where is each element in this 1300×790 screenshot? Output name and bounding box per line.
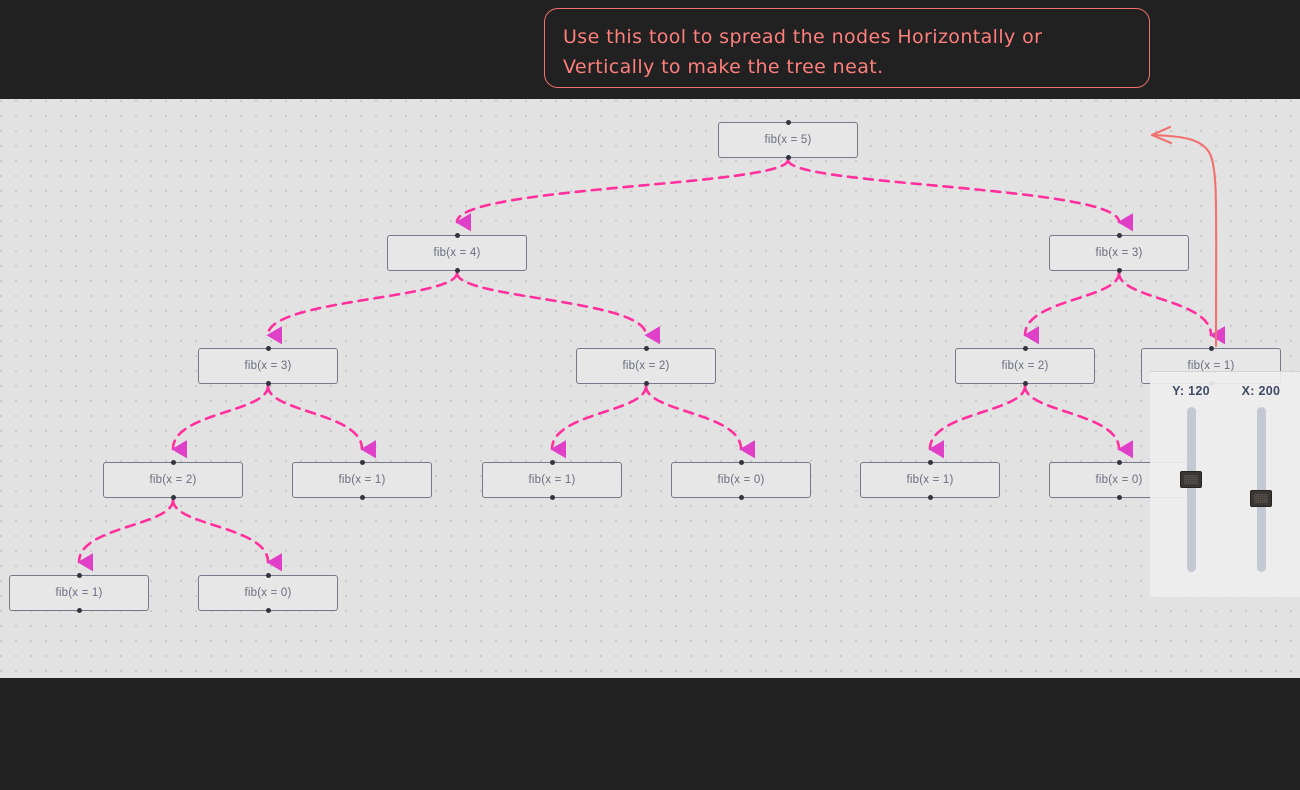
tree-edge bbox=[77, 498, 175, 572]
tree-edge bbox=[171, 384, 270, 459]
node-target-handle[interactable] bbox=[454, 233, 460, 238]
tree-node[interactable]: fib(x = 0) bbox=[198, 573, 338, 613]
node-source-handle[interactable] bbox=[549, 495, 555, 500]
tree-node[interactable]: fib(x = 3) bbox=[198, 346, 338, 386]
node-source-handle[interactable] bbox=[927, 495, 933, 500]
node-target-handle[interactable] bbox=[1116, 460, 1122, 465]
tree-node[interactable]: fib(x = 1) bbox=[292, 460, 432, 500]
horizontal-slider-handle[interactable] bbox=[1250, 490, 1272, 507]
tree-node-label: fib(x = 0) bbox=[717, 474, 765, 486]
node-source-handle[interactable] bbox=[265, 381, 271, 386]
annotation-line-2: Vertically to make the tree neat. bbox=[563, 56, 884, 78]
vertical-slider-track[interactable] bbox=[1180, 407, 1202, 572]
tree-node-label: fib(x = 1) bbox=[906, 474, 954, 486]
tree-node[interactable]: fib(x = 3) bbox=[1049, 233, 1189, 273]
node-target-handle[interactable] bbox=[785, 120, 791, 125]
node-target-handle[interactable] bbox=[359, 460, 365, 465]
tree-node[interactable]: fib(x = 2) bbox=[103, 460, 243, 500]
annotation-line-1: Use this tool to spread the nodes Horizo… bbox=[563, 26, 1043, 48]
horizontal-spacing-slider[interactable]: X: 200 bbox=[1226, 384, 1296, 572]
vertical-spacing-slider[interactable]: Y: 120 bbox=[1156, 384, 1226, 572]
tree-node-label: fib(x = 0) bbox=[244, 587, 292, 599]
tree-canvas[interactable]: fib(x = 5) fib(x = 4) fib(x = 3) fib(x = 3)… bbox=[0, 99, 1300, 678]
tree-edge bbox=[786, 158, 1134, 232]
tree-edge bbox=[171, 498, 283, 572]
tree-node-label: fib(x = 5) bbox=[764, 134, 812, 146]
node-target-handle[interactable] bbox=[1022, 346, 1028, 351]
edge-layer bbox=[77, 158, 1226, 572]
node-source-handle[interactable] bbox=[76, 608, 82, 613]
tree-edge bbox=[1023, 384, 1134, 459]
tree-node[interactable]: fib(x = 4) bbox=[387, 233, 527, 273]
tree-edge bbox=[1117, 271, 1226, 345]
annotation-callout: Use this tool to spread the nodes Horizo… bbox=[544, 8, 1150, 88]
node-source-handle[interactable] bbox=[265, 608, 271, 613]
horizontal-slider-track[interactable] bbox=[1250, 407, 1272, 572]
tree-edge bbox=[550, 384, 648, 459]
tree-node[interactable]: fib(x = 1) bbox=[9, 573, 149, 613]
node-target-handle[interactable] bbox=[265, 346, 271, 351]
tree-node-label: fib(x = 2) bbox=[149, 474, 197, 486]
tree-node-label: fib(x = 4) bbox=[433, 247, 481, 259]
node-target-handle[interactable] bbox=[265, 573, 271, 578]
tree-node-label: fib(x = 0) bbox=[1095, 474, 1143, 486]
horizontal-spacing-label: X: 200 bbox=[1241, 384, 1281, 398]
tree-node[interactable]: fib(x = 2) bbox=[955, 346, 1095, 386]
node-target-handle[interactable] bbox=[927, 460, 933, 465]
vertical-spacing-label: Y: 120 bbox=[1172, 384, 1210, 398]
node-source-handle[interactable] bbox=[359, 495, 365, 500]
tree-edge bbox=[266, 271, 459, 345]
node-source-handle[interactable] bbox=[738, 495, 744, 500]
tree-node[interactable]: fib(x = 1) bbox=[482, 460, 622, 500]
spacing-control-panel[interactable]: Y: 120 X: 200 bbox=[1150, 371, 1300, 597]
node-target-handle[interactable] bbox=[738, 460, 744, 465]
vertical-slider-handle[interactable] bbox=[1180, 471, 1202, 488]
node-target-handle[interactable] bbox=[170, 460, 176, 465]
tree-edge bbox=[455, 271, 661, 345]
node-source-handle[interactable] bbox=[1116, 268, 1122, 273]
node-source-handle[interactable] bbox=[643, 381, 649, 386]
node-target-handle[interactable] bbox=[549, 460, 555, 465]
node-source-handle[interactable] bbox=[1022, 381, 1028, 386]
node-target-handle[interactable] bbox=[76, 573, 82, 578]
node-target-handle[interactable] bbox=[1116, 233, 1122, 238]
node-source-handle[interactable] bbox=[1116, 495, 1122, 500]
tree-edge bbox=[266, 384, 377, 459]
tree-node-label: fib(x = 1) bbox=[528, 474, 576, 486]
node-target-handle[interactable] bbox=[643, 346, 649, 351]
tree-node-label: fib(x = 2) bbox=[1001, 360, 1049, 372]
tree-node-label: fib(x = 1) bbox=[55, 587, 103, 599]
tree-node-label: fib(x = 3) bbox=[1095, 247, 1143, 259]
tree-node-label: fib(x = 3) bbox=[244, 360, 292, 372]
node-target-handle[interactable] bbox=[1208, 346, 1214, 351]
tree-edge bbox=[455, 158, 790, 232]
tree-node-label: fib(x = 1) bbox=[338, 474, 386, 486]
tree-edge bbox=[644, 384, 756, 459]
node-source-handle[interactable] bbox=[454, 268, 460, 273]
node-source-handle[interactable] bbox=[170, 495, 176, 500]
tree-node[interactable]: fib(x = 5) bbox=[718, 120, 858, 160]
tree-edge bbox=[1023, 271, 1121, 345]
node-source-handle[interactable] bbox=[785, 155, 791, 160]
tree-node[interactable]: fib(x = 1) bbox=[860, 460, 1000, 500]
tree-node[interactable]: fib(x = 0) bbox=[671, 460, 811, 500]
tree-edge bbox=[928, 384, 1027, 459]
tree-node[interactable]: fib(x = 2) bbox=[576, 346, 716, 386]
tree-node-label: fib(x = 2) bbox=[622, 360, 670, 372]
tree-node-label: fib(x = 1) bbox=[1187, 360, 1235, 372]
